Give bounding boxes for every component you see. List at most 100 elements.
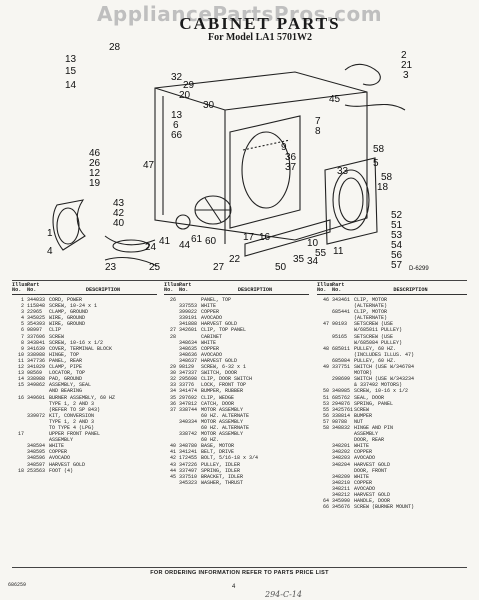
callout-label: 19	[89, 178, 101, 189]
part-no-cell: 348212	[332, 492, 351, 498]
description-cell: HANDLE, DOOR	[354, 498, 391, 505]
part-no-cell: 341888	[179, 321, 198, 328]
part-no-cell: 348637	[179, 357, 198, 364]
table-row: TO TYPE 4 (LPG)	[12, 425, 157, 431]
illus-no-cell: 35	[169, 394, 176, 401]
callout-label: 8	[315, 126, 321, 137]
part-no-cell: 340334	[179, 418, 198, 425]
callout-label: 24	[145, 242, 157, 253]
illus-no-cell: 11	[17, 357, 24, 364]
description-cell: WHITE	[354, 443, 370, 450]
part-no-cell: 338988	[27, 351, 46, 358]
part-no-cell: 98997	[27, 327, 43, 334]
description-cell: COPPER	[201, 345, 220, 352]
description-cell: BUMPER	[354, 412, 373, 419]
description-cell: SCREW	[354, 406, 370, 413]
part-no-cell: 342601	[179, 327, 198, 334]
table-row: MOTOR)	[317, 370, 467, 376]
description-cell: W/685011 PULLEY)	[354, 327, 403, 334]
table-row: TYPE 1, 2 AND 3	[12, 419, 157, 425]
part-no-cell: 348204	[332, 461, 351, 468]
diagram-callouts: 28 13 15 32 14 2 29 21 20 45 30 3 13 6 5…	[47, 42, 429, 272]
description-cell: BRACKET, IDLER	[201, 473, 244, 480]
description-cell: WHITE	[201, 339, 217, 346]
description-cell: MOTOR ASSEMBLY	[201, 418, 244, 425]
description-cell: CLAMP, PIPE	[49, 364, 83, 371]
callout-label: 55	[315, 248, 327, 259]
part-no-cell: 297692	[179, 394, 198, 401]
callout-label: 22	[229, 254, 241, 265]
illus-no-cell: 49	[322, 364, 329, 371]
callout-label: 58	[373, 144, 385, 155]
part-no-cell: 347812	[179, 400, 198, 407]
table-row: 60 HZ. ALTERNATE	[164, 425, 309, 431]
description-cell: WIRE, GROUND	[49, 321, 86, 328]
header-part-no: Part No.	[179, 281, 192, 294]
description-cell: NUT	[354, 418, 364, 425]
callout-label: 60	[205, 236, 217, 247]
description-cell: DOOR, REAR	[354, 437, 385, 444]
description-cell: FOOT (4)	[49, 467, 74, 474]
table-header: Illus. No. Part No. DESCRIPTION	[164, 282, 309, 295]
description-cell: CLIP, WEDGE	[201, 394, 235, 401]
description-cell: HARVEST GOLD	[354, 461, 391, 468]
callout-label: 11	[333, 246, 344, 257]
illus-no-cell: 66	[322, 504, 329, 511]
callout-label: 53	[391, 230, 403, 241]
description-cell: 60 HZ. ALTERNATE	[201, 412, 250, 419]
description-cell: SPRING, PANEL	[354, 400, 394, 407]
illus-no-cell: 50	[322, 388, 329, 395]
callout-label: 40	[113, 218, 125, 229]
part-no-cell: 95165	[332, 333, 348, 340]
part-no-cell: 98788	[332, 418, 348, 425]
description-cell: AND BEARING	[49, 388, 83, 395]
description-cell: UPPER FRONT PANEL	[49, 431, 101, 438]
illus-no-cell: 15	[17, 382, 24, 389]
description-cell: PANEL, REAR	[49, 357, 83, 364]
callout-label: 41	[159, 236, 171, 247]
callout-label: 54	[391, 240, 403, 251]
callout-label: 66	[171, 130, 183, 141]
illus-no-cell: 53	[322, 400, 329, 407]
part-no-cell: 348201	[332, 443, 351, 450]
description-cell: BOLT, 5/16-18 x 3/4	[201, 455, 259, 462]
callout-label: 13	[171, 110, 183, 121]
illus-no-cell: 14	[17, 376, 24, 383]
description-cell: SETSCREW (USE	[354, 333, 394, 340]
callout-label: 13	[65, 54, 77, 65]
description-cell: COPPER	[354, 479, 373, 486]
table-header: Illus. No. Part No. DESCRIPTION	[317, 282, 467, 295]
description-cell: WHITE	[49, 443, 65, 450]
description-cell: COPPER	[201, 309, 220, 316]
part-no-cell: 348209	[332, 473, 351, 480]
part-no-cell: 348832	[332, 424, 351, 431]
table-row: ASSEMBLY	[317, 431, 467, 437]
description-cell: AVOCADO	[49, 455, 71, 462]
description-cell: (REFER TO SP 843)	[49, 406, 101, 413]
callout-label: 61	[191, 234, 203, 245]
part-no-cell: 347337	[179, 370, 198, 377]
illus-no-cell: 43	[169, 461, 176, 468]
description-cell: 60 HZ.	[201, 437, 220, 444]
table-row: (ALTERNATE)	[317, 315, 467, 321]
description-cell: SCREW, 10-16 x 1/2	[49, 339, 104, 346]
page-title: CABINET PARTS	[179, 14, 341, 33]
part-no-cell: 22965	[27, 309, 43, 316]
description-cell: SCREW, 6-32 x 1	[201, 364, 247, 371]
part-no-cell: 337510	[179, 473, 198, 480]
